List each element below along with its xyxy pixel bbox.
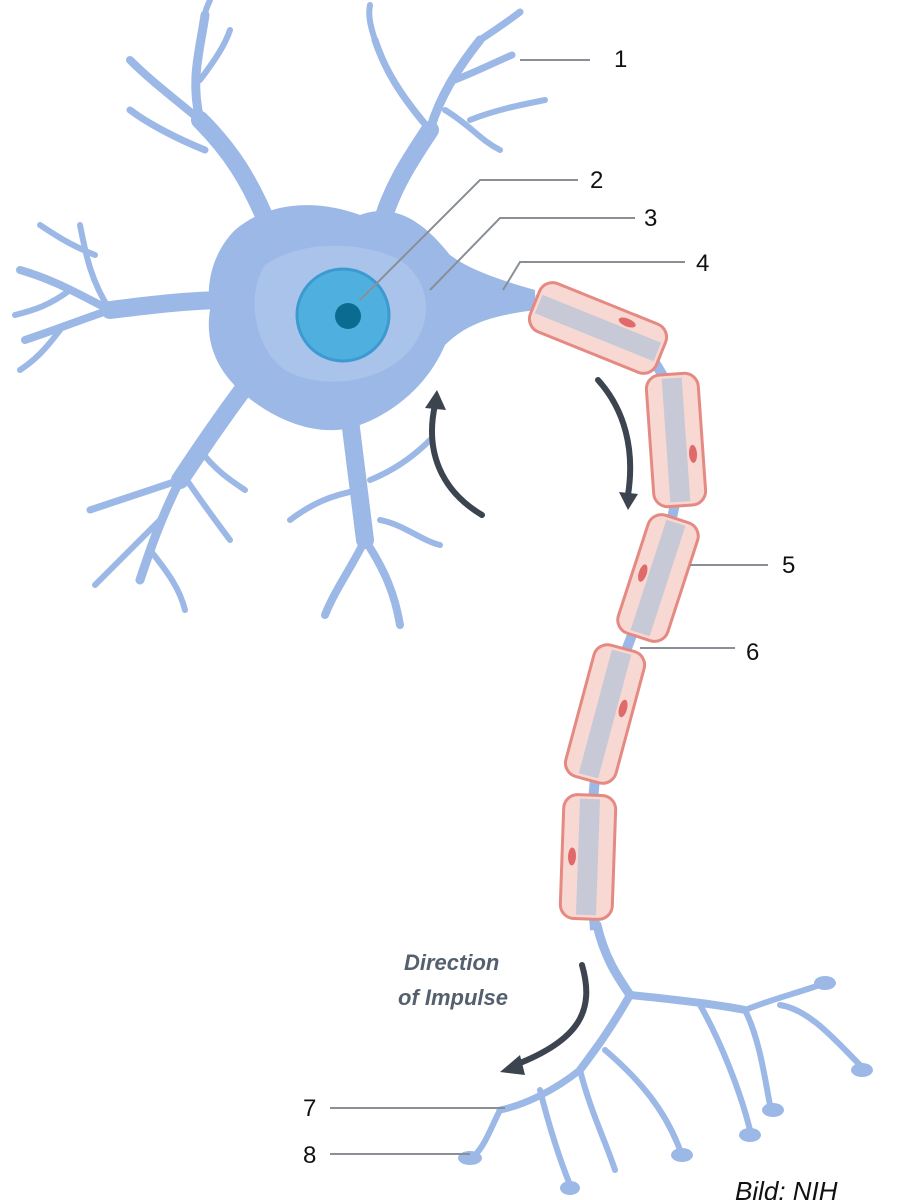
label-6: 6: [746, 639, 759, 666]
label-5: 5: [782, 552, 795, 579]
direction-text-line2: of Impulse: [398, 985, 508, 1010]
image-credit: Bild: NIH: [735, 1176, 838, 1200]
direction-text-line1: Direction: [404, 950, 499, 975]
dendrites: [12, 0, 548, 629]
impulse-arrows: [425, 377, 638, 1075]
label-4: 4: [696, 250, 709, 277]
label-8: 8: [303, 1142, 316, 1169]
label-1: 1: [614, 46, 627, 73]
leader-lines: [330, 59, 768, 1155]
nucleolus: [335, 303, 361, 329]
label-3: 3: [644, 205, 657, 232]
myelin-sheath: [527, 281, 708, 921]
synaptic-terminals: [458, 976, 873, 1195]
label-2: 2: [590, 167, 603, 194]
axon-terminals: [472, 920, 863, 1188]
label-7: 7: [303, 1095, 316, 1122]
